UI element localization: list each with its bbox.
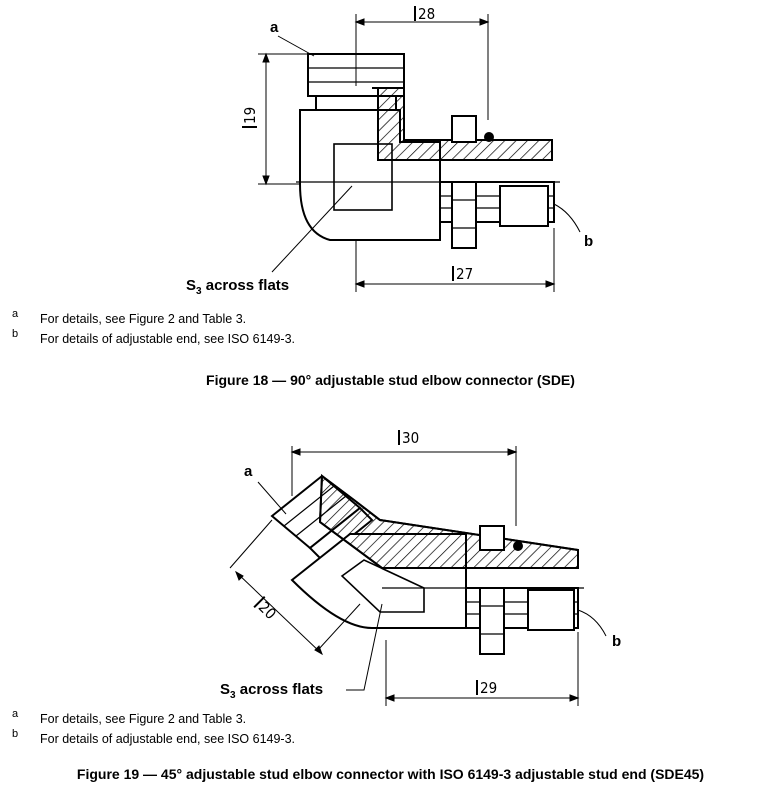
fig19-dim-l29: 29 [476, 680, 497, 696]
fig18-label-b: b [584, 233, 594, 250]
fig19-label-a: a [244, 463, 253, 480]
fig19-label-b: b [612, 633, 622, 650]
fig18-s3-label: S3 across flats [186, 277, 290, 297]
fig19-s3-label: S3 across flats [220, 681, 324, 701]
fig19-dim-l30: 30 [398, 430, 419, 446]
figure-18-drawing [258, 14, 581, 292]
fig18-dim-l27: 27 [452, 266, 473, 282]
fig18-label-a: a [270, 19, 279, 36]
fig19-caption: Figure 19 — 45° adjustable stud elbow co… [76, 766, 705, 782]
fig18-dim-l28: 28 [414, 6, 435, 22]
fig18-caption: Figure 18 — 90° adjustable stud elbow co… [206, 372, 575, 388]
